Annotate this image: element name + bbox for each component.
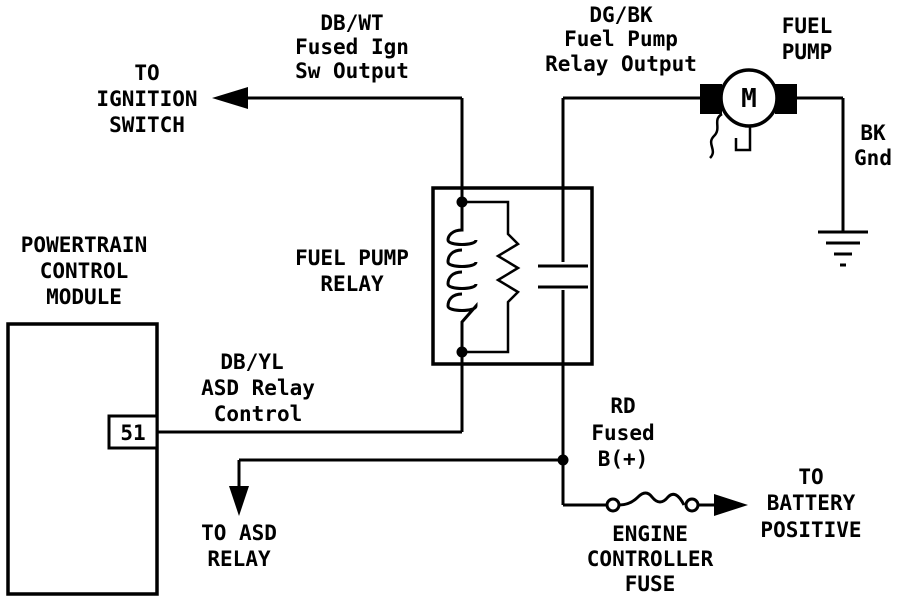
motor-symbol: M — [741, 84, 757, 114]
arrow-to-battery — [714, 494, 748, 516]
pump-bracket — [734, 126, 752, 152]
label-to-ignition: TO IGNITION SWITCH — [96, 61, 197, 137]
svg-text:Gnd: Gnd — [854, 146, 892, 170]
svg-text:FUEL: FUEL — [782, 14, 833, 38]
label-to-battery: TO BATTERY POSITIVE — [760, 465, 861, 542]
relay-suppression-resistor — [462, 200, 521, 354]
svg-text:RELAY: RELAY — [320, 272, 384, 296]
label-ground: BK Gnd — [854, 121, 892, 170]
pump-terminal-left — [700, 84, 722, 114]
arrow-to-ignition — [212, 87, 248, 109]
relay-coil — [446, 202, 478, 352]
svg-text:FUSE: FUSE — [625, 572, 676, 596]
svg-text:BATTERY: BATTERY — [767, 491, 856, 515]
svg-text:PUMP: PUMP — [782, 40, 833, 64]
pump-terminal-right — [775, 84, 797, 114]
svg-text:TO: TO — [134, 61, 159, 85]
label-fused-b: RD Fused B(+) — [591, 394, 654, 471]
label-asd-control: DB/YL ASD Relay Control — [201, 350, 315, 426]
relay-box — [431, 186, 594, 366]
label-relay: FUEL PUMP RELAY — [295, 246, 409, 296]
label-to-asd-relay: TO ASD RELAY — [201, 521, 277, 571]
svg-text:RELAY: RELAY — [207, 547, 271, 571]
svg-text:FUEL PUMP: FUEL PUMP — [295, 246, 409, 270]
fuse-terminal-right — [684, 497, 700, 513]
pcm-pin-box — [107, 414, 159, 450]
label-pump-relay-output: DG/BK Fuel Pump Relay Output — [545, 3, 697, 76]
label-pcm: POWERTRAIN CONTROL MODULE — [21, 233, 147, 309]
pcm-box — [6, 322, 159, 596]
svg-text:BK: BK — [860, 121, 886, 145]
svg-text:ENGINE: ENGINE — [612, 522, 688, 546]
svg-text:POSITIVE: POSITIVE — [760, 518, 861, 542]
svg-text:Fused: Fused — [591, 421, 654, 445]
svg-text:Relay Output: Relay Output — [545, 52, 697, 76]
svg-text:CONTROLLER: CONTROLLER — [587, 547, 714, 571]
svg-text:DG/BK: DG/BK — [589, 3, 653, 27]
svg-text:DB/WT: DB/WT — [320, 11, 383, 35]
svg-text:CONTROL: CONTROL — [40, 259, 129, 283]
svg-text:POWERTRAIN: POWERTRAIN — [21, 233, 147, 257]
splice-node — [557, 454, 569, 466]
fuse-element — [618, 491, 686, 507]
svg-text:IGNITION: IGNITION — [96, 87, 197, 111]
pcm-pin-number: 51 — [120, 421, 145, 445]
svg-text:TO ASD: TO ASD — [201, 521, 277, 545]
ground-symbol — [818, 230, 868, 267]
label-fuel-pump: FUEL PUMP — [782, 14, 833, 64]
svg-text:B(+): B(+) — [598, 447, 649, 471]
pump-wavy-line — [709, 112, 723, 159]
svg-text:Sw Output: Sw Output — [295, 59, 409, 83]
svg-text:Fused Ign: Fused Ign — [295, 35, 409, 59]
svg-text:TO: TO — [798, 465, 823, 489]
svg-text:Fuel Pump: Fuel Pump — [564, 27, 678, 51]
label-engine-controller-fuse: ENGINE CONTROLLER FUSE — [587, 522, 714, 596]
svg-text:DB/YL: DB/YL — [220, 350, 283, 374]
svg-text:ASD Relay: ASD Relay — [201, 376, 315, 400]
svg-text:RD: RD — [610, 394, 635, 418]
arrow-to-asd-relay — [229, 486, 249, 516]
svg-text:MODULE: MODULE — [46, 285, 122, 309]
svg-text:Control: Control — [214, 402, 303, 426]
svg-text:SWITCH: SWITCH — [109, 113, 185, 137]
fuse-terminal-left — [605, 497, 621, 513]
label-ign-wire: DB/WT Fused Ign Sw Output — [295, 11, 409, 83]
